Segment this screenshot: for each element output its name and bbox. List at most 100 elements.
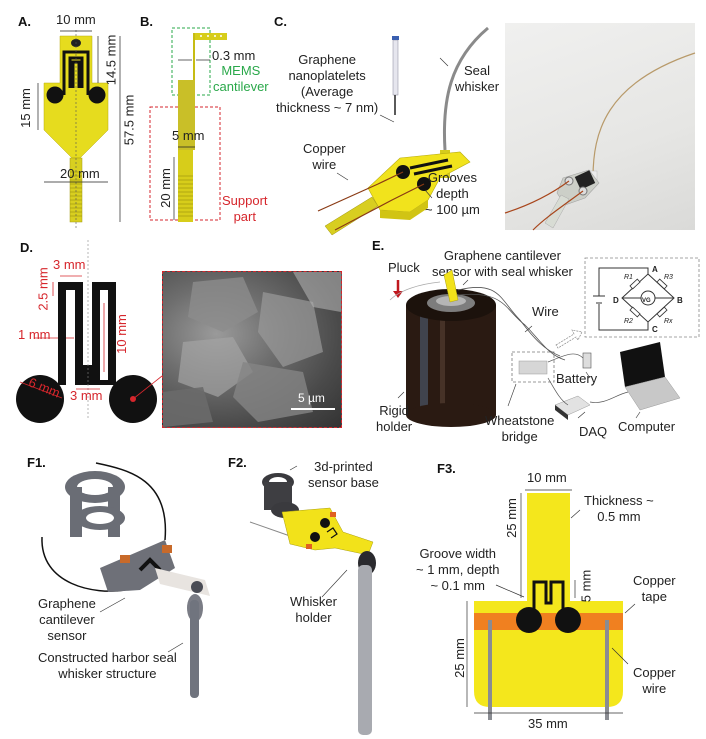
dim-f3-top-length: 25 mm [503,498,519,538]
f3-copper-tape-label: Copper tape [633,573,676,605]
computer-screen [620,342,665,387]
mems-region-box [171,27,211,96]
dim-b-width: 5 mm [172,128,205,143]
panel-f3-label: F3. [437,461,456,476]
grooves-label-line3: ~ 100 µm [425,202,480,217]
panel-b-cantilever-drawing [149,27,227,222]
panel-f1-label: F1. [27,455,46,470]
graphene-label-line1: Graphene [298,52,357,67]
panel-a-sensor-drawing [37,30,121,228]
f3-thickness-line1: Thickness ~ [584,493,654,508]
f3-wire-line2: wire [642,681,667,696]
sensor-label-line2: sensor with seal whisker [432,264,573,279]
support-label-line1: Support [222,193,268,208]
wire-label: Wire [532,304,559,319]
copper-wire-label-c: Copper wire [303,141,346,173]
circuit-diagram-box [584,257,700,338]
panel-b-label: B. [140,14,153,29]
f3-serpentine-trace [532,580,565,616]
circuit-node-d: D [613,296,619,305]
dim-b-thickness: 0.3 mm [212,48,256,63]
f2-holder-line1: Whisker [290,594,337,609]
wheatstone-line2: bridge [501,429,538,444]
daq-device [554,395,591,416]
sem-flakes [163,272,341,427]
f3-pad-left [516,607,542,633]
graphene-label-line3: (Average [300,84,354,99]
computer-keyboard [624,376,681,411]
f3-groove-line1: Groove width [419,546,497,561]
f1-sensor-line3: sensor [47,628,87,643]
resistor-r3-label: R3 [664,274,673,281]
support-part-label: Support part [222,193,268,225]
circuit-node-a: A [652,265,658,274]
pluck-label: Pluck [388,260,420,275]
f2-base-line2: sensor base [308,475,379,490]
f2-holder-label: Whisker holder [290,594,337,626]
wheatstone-bridge-label: Wheatstone bridge [485,413,554,445]
dim-f3-groove-length: 5 mm [578,569,594,603]
f1-structure-line1: Constructed harbor seal [38,650,177,665]
panel-e-setup-drawing [389,257,700,427]
panel-b-stem [178,80,195,150]
panel-d-pad-left [16,375,64,423]
f1-sensor-label: Graphene cantilever sensor [38,596,96,644]
voltmeter [640,290,656,306]
copper-label-line2: wire [312,157,337,172]
f1-sensor-line2: cantilever [39,612,95,627]
dim-f3-top-width: 10 mm [527,470,567,485]
f2-base-line1: 3d-printed [314,459,373,474]
graphene-label-line2: nanoplatelets [288,68,366,83]
seal-whisker-label: Seal whisker [455,63,499,95]
battery [582,352,592,369]
panel-d-trace-drawing [16,240,163,423]
f1-structure-line2: whisker structure [58,666,157,681]
dim-a-base-width: 20 mm [60,166,100,181]
mems-cantilever-label: MEMS cantilever [213,63,269,95]
mems-label-line1: MEMS [221,63,261,78]
circuit-node-b: B [677,296,683,305]
f2-holder-line2: holder [295,610,332,625]
wheatstone-circuit [593,267,675,331]
resistor-r1-label: R1 [624,274,633,281]
dim-d-trace-width: 1 mm [18,327,51,342]
f2-base-label: 3d-printed sensor base [308,459,379,491]
f3-sensor-body [474,493,623,707]
dim-d-bottom-gap: 3 mm [70,388,103,403]
sensor-photo [504,23,696,231]
panel-a-pad-right [88,86,106,104]
panel-d-label: D. [20,240,33,255]
resistor-r2-label: R2 [624,318,633,325]
grooves-label-line1: Grooves [427,170,477,185]
f3-groove-line3: ~ 0.1 mm [430,578,485,593]
daq-label: DAQ [579,424,608,439]
copper-label-line1: Copper [303,141,346,156]
f3-groove-line2: ~ 1 mm, depth [416,562,500,577]
wheatstone-bridge-box [511,351,555,383]
panel-c-label: C. [274,14,287,29]
panel-c-3d-sensor-drawing [317,26,489,236]
sensor-with-whisker-label: Graphene cantilever sensor with seal whi… [432,248,573,280]
wheatstone-line1: Wheatstone [485,413,555,428]
f1-structure-label: Constructed harbor seal whisker structur… [38,650,177,682]
f3-wire-left [488,620,492,720]
f3-pad-right [555,607,581,633]
resistor-rx-label: Rx [664,318,673,325]
dim-f3-base-width: 35 mm [528,716,568,731]
f3-copper-wire-label: Copper wire [633,665,676,697]
rigid-holder-label: Rigid holder [376,403,412,435]
sem-image: 5 µm [162,271,342,428]
f3-groove-label: Groove width ~ 1 mm, depth ~ 0.1 mm [416,546,499,594]
panel-f2-label: F2. [228,455,247,470]
f3-wire-line1: Copper [633,665,676,680]
mems-label-line2: cantilever [213,79,269,94]
grooves-depth-label: Grooves depth ~ 100 µm [425,170,480,218]
whisker-label-line2: whisker [455,79,500,94]
dim-f3-base-height: 25 mm [451,638,467,678]
whisker-label-line1: Seal [464,63,491,78]
sem-scale-label: 5 µm [298,391,325,405]
f3-tape-line1: Copper [633,573,676,588]
panel-a-pad-left [46,86,64,104]
voltmeter-label: VG [642,298,651,304]
